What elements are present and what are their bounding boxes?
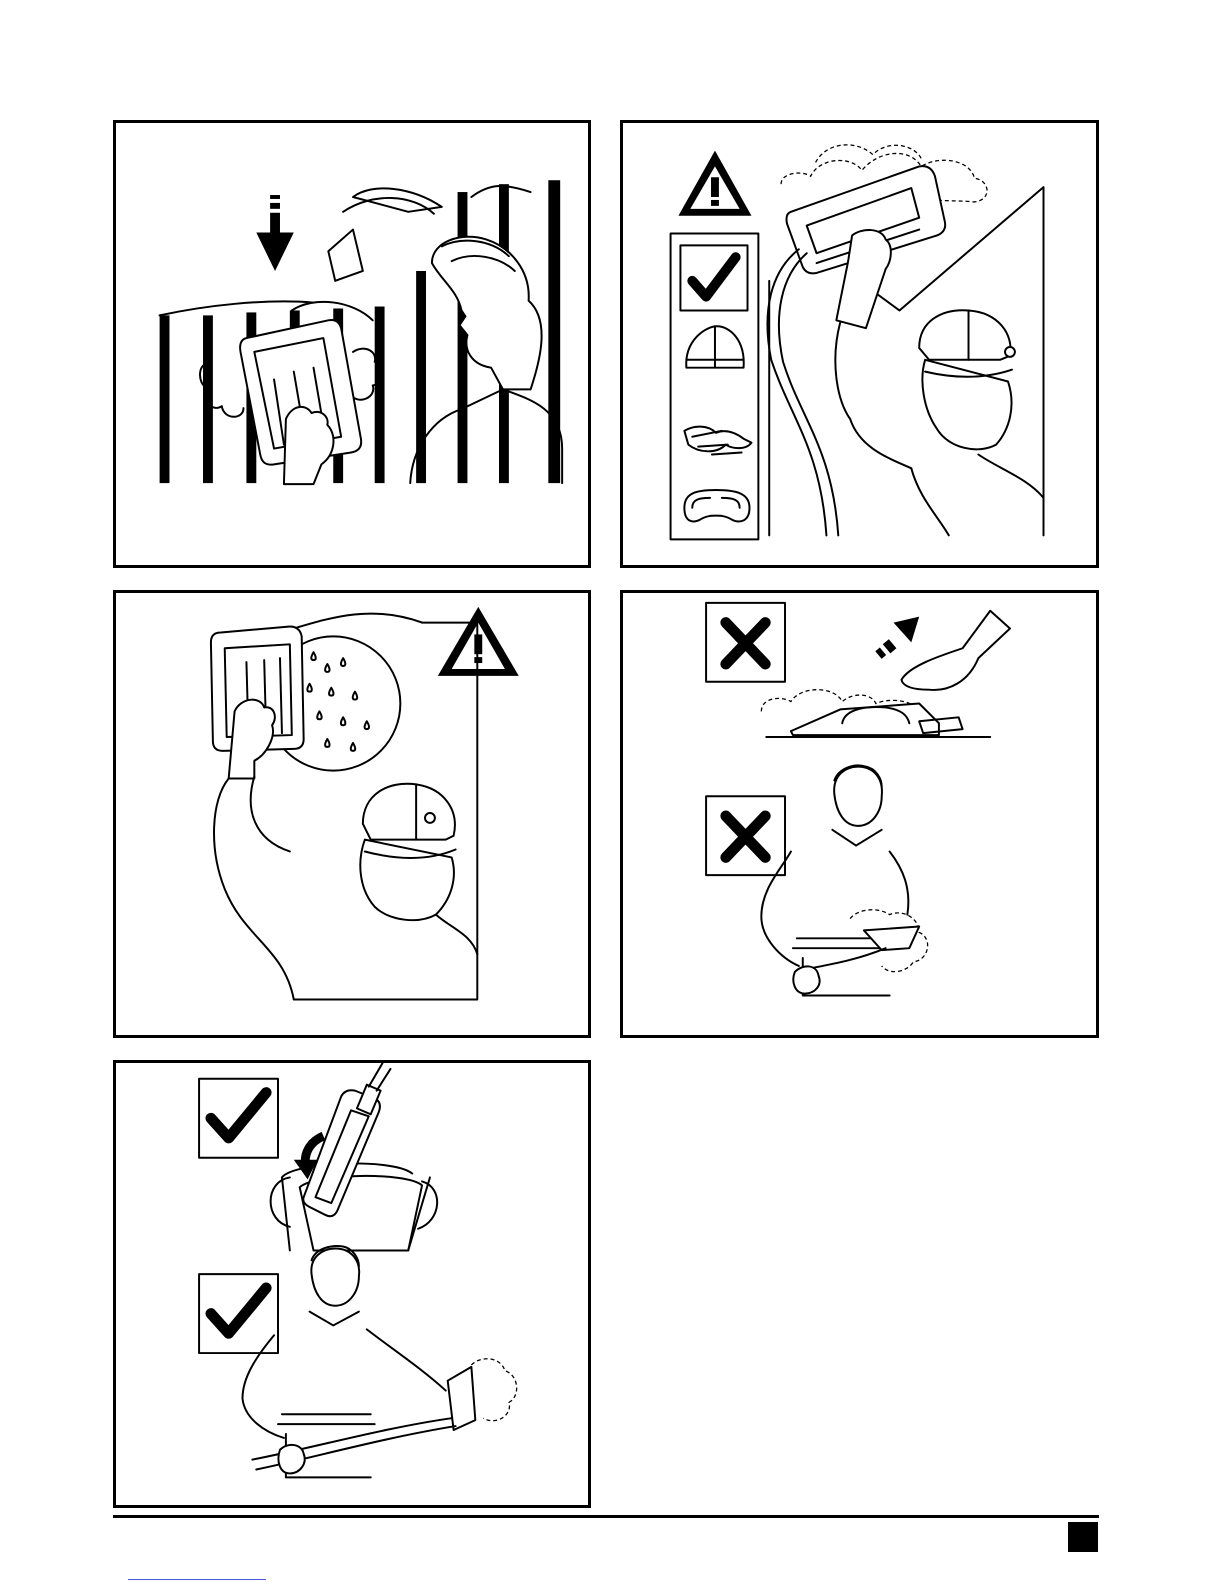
steam-hose xyxy=(767,249,826,535)
footer-rule xyxy=(113,1515,1099,1518)
ceiling-paper xyxy=(294,614,422,629)
ppe-required-illustration xyxy=(623,123,1096,565)
scraper xyxy=(328,230,363,281)
hot-water-drips-illustration xyxy=(116,593,588,1035)
check-mark-icon xyxy=(199,1079,278,1158)
panel-ppe-required xyxy=(620,120,1099,568)
panel-hot-water-drips xyxy=(113,590,591,1038)
panel-correct-storage xyxy=(113,1060,591,1508)
bucket-with-plate xyxy=(271,1063,438,1250)
hand-above-plate xyxy=(901,611,1010,690)
person-with-steamer xyxy=(214,777,477,1000)
up-arrow-icon xyxy=(875,617,919,659)
man-correct-usage xyxy=(242,1246,516,1477)
peeled-paper xyxy=(292,302,373,320)
bottom-link-underline[interactable] xyxy=(128,1579,266,1580)
steam-cloud-upper xyxy=(816,145,923,163)
hand-on-plate xyxy=(229,700,275,779)
safety-cap-icon xyxy=(686,326,744,367)
check-mark-icon xyxy=(199,1274,278,1353)
wallpaper-stripping-illustration xyxy=(116,123,588,565)
cross-mark-icon xyxy=(706,603,785,682)
do-not-touch-illustration xyxy=(623,593,1096,1035)
panel-do-not-touch-plate xyxy=(620,590,1099,1038)
cross-mark-icon xyxy=(706,796,785,875)
goggles-icon xyxy=(684,490,749,521)
warning-triangle-icon xyxy=(678,151,751,216)
man-wrong-usage xyxy=(761,765,927,995)
panel-wallpaper-stripping xyxy=(113,120,591,568)
check-mark-icon xyxy=(680,245,747,310)
down-arrow-icon xyxy=(256,195,293,271)
hand-on-plate xyxy=(284,407,334,484)
correct-storage-illustration xyxy=(116,1063,588,1505)
page-marker xyxy=(1068,1522,1098,1552)
gloves-icon xyxy=(684,427,751,455)
steam-hose-outline xyxy=(779,253,838,535)
